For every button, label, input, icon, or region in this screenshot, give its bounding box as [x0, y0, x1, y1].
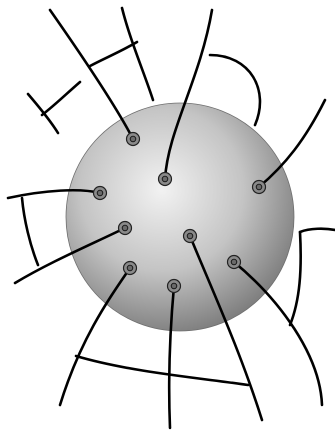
- strand-upper: [122, 8, 153, 100]
- anchor-center-2: [162, 176, 168, 182]
- bridge-right: [300, 229, 335, 232]
- bridge-left: [22, 198, 38, 265]
- anchor-center-3: [256, 184, 262, 190]
- sphere: [66, 103, 294, 331]
- anchor-center-5: [122, 225, 128, 231]
- anchor-center-6: [187, 233, 193, 239]
- anchor-center-4: [97, 190, 103, 196]
- anchor-center-8: [127, 265, 133, 271]
- bridge-upper-left: [90, 42, 137, 66]
- anchor-center-7: [231, 259, 237, 265]
- bridge-right-vertical: [290, 232, 301, 325]
- anchor-center-9: [171, 283, 177, 289]
- bridge-bottom: [76, 356, 248, 385]
- anchor-center-1: [130, 136, 136, 142]
- bridge-left-arm-end: [28, 94, 58, 133]
- bridge-left-arm: [42, 82, 80, 115]
